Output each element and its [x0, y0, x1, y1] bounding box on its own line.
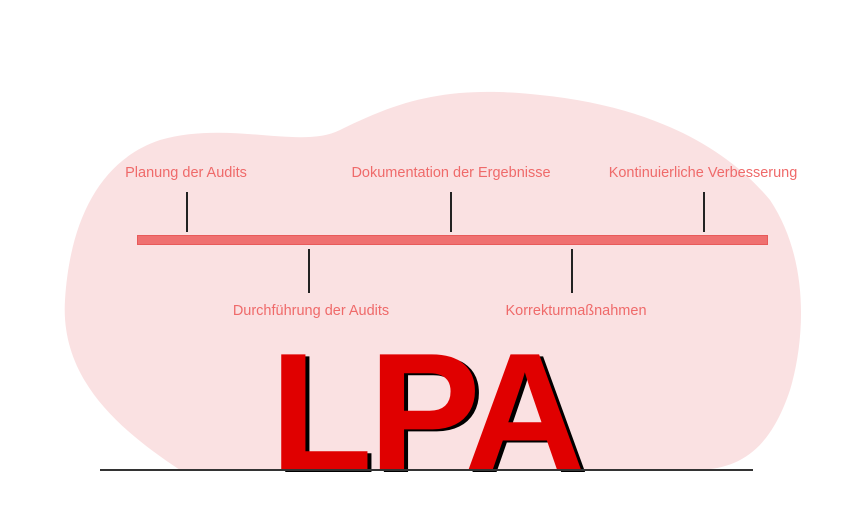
tick-documentation — [450, 192, 452, 232]
milestone-label-documentation: Dokumentation der Ergebnisse — [351, 165, 551, 181]
lpa-title: LPA — [270, 318, 586, 506]
milestone-label-corrective: Korrekturmaßnahmen — [505, 303, 647, 319]
milestone-label-planning: Planung der Audits — [125, 165, 247, 181]
tick-improvement — [703, 192, 705, 232]
ground-line — [100, 469, 753, 471]
tick-corrective — [571, 249, 573, 293]
tick-planning — [186, 192, 188, 232]
tick-execution — [308, 249, 310, 293]
timeline-bar — [137, 235, 768, 245]
milestone-label-improvement: Kontinuierliche Verbesserung — [608, 165, 798, 181]
milestone-label-execution: Durchführung der Audits — [232, 303, 390, 319]
